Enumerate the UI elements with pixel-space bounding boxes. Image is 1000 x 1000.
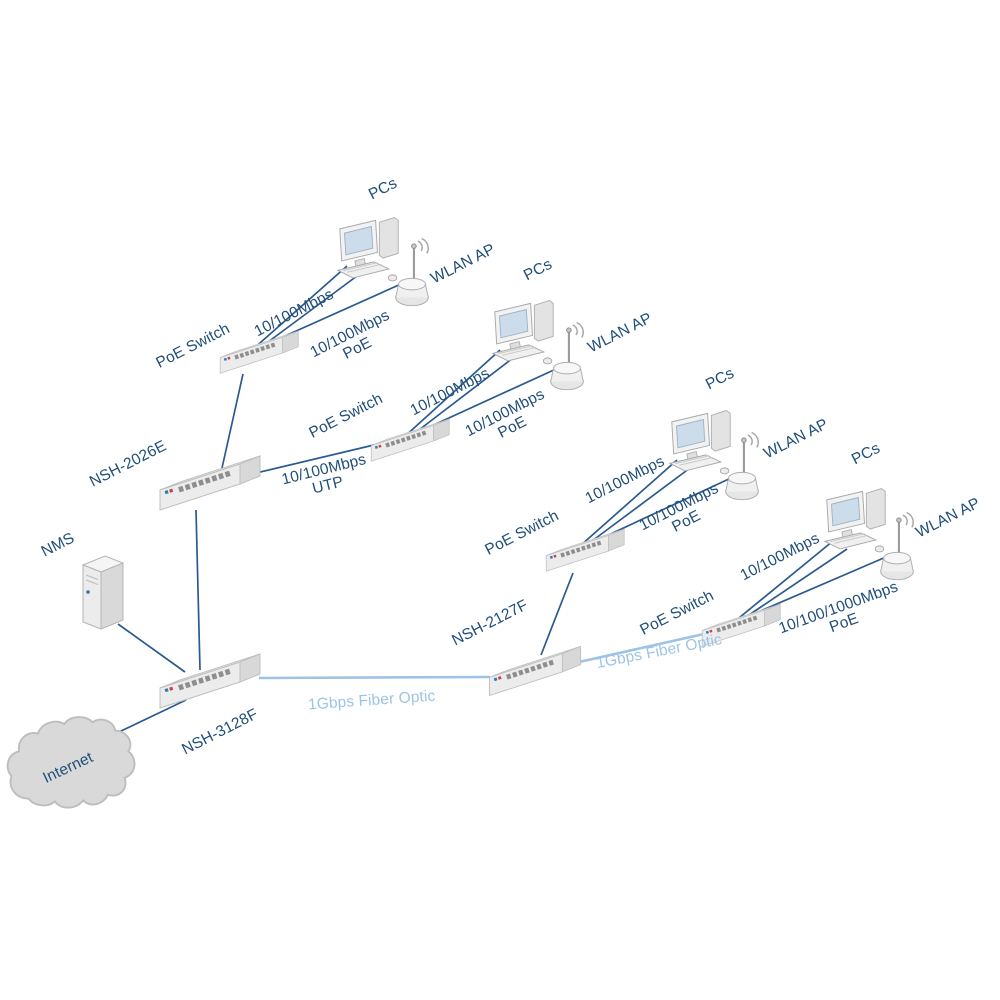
link-poe3-pcs3-a xyxy=(579,459,678,547)
link-nsh2127f-poe4 xyxy=(578,632,705,664)
label-nms: NMS xyxy=(39,530,78,561)
link-poe2-pcs2-b xyxy=(414,357,514,434)
label-pcs-1: PCs xyxy=(366,175,400,204)
label-pcs-4: PCs xyxy=(849,440,883,469)
label-utp-link: 10/100MbpsUTP xyxy=(280,451,372,504)
label-wlan-ap-2: WLAN AP xyxy=(585,310,655,357)
link-nsh2026e-poe1 xyxy=(221,373,244,469)
pcs-4-device xyxy=(824,488,886,553)
nsh-2026e-device xyxy=(159,455,261,511)
label-nsh-3128f: NSH-3128F xyxy=(179,706,260,759)
label-fiber-2: 1Gbps Fiber Optic xyxy=(595,631,724,672)
label-fiber-1: 1Gbps Fiber Optic xyxy=(308,688,436,714)
link-poe3-pcs3-b xyxy=(591,467,691,542)
label-poe-link-1: 10/100MbpsPoE xyxy=(308,307,400,376)
link-poe4-pcs4-b xyxy=(745,548,848,618)
wlan-ap-1-device xyxy=(394,237,430,307)
label-wlan-ap-3: WLAN AP xyxy=(761,416,831,463)
link-nsh2026e-poe2 xyxy=(251,443,379,475)
label-nsh-2127f: NSH-2127F xyxy=(449,597,530,650)
nms-server-device xyxy=(82,555,124,630)
wlan-ap-2-device xyxy=(549,321,585,391)
label-poe-switch-2: PoE Switch xyxy=(306,390,385,442)
link-nms-nsh3128f xyxy=(117,623,186,673)
label-speed-2: 10/100Mbps xyxy=(408,365,493,419)
link-nsh3128f-nsh2127f xyxy=(258,675,491,680)
label-pcs-3: PCs xyxy=(703,365,737,394)
label-wlan-ap-1: WLAN AP xyxy=(428,241,498,288)
label-speed-4: 10/100Mbps xyxy=(738,530,823,584)
link-poe4-ap4 xyxy=(757,556,887,613)
label-poe-link-3: 10/100MbpsPoE xyxy=(637,480,729,549)
links-layer xyxy=(97,265,887,743)
link-nsh3128f-nsh2026e xyxy=(195,509,201,671)
pcs-2-device xyxy=(492,300,554,365)
link-poe1-ap1 xyxy=(275,283,402,341)
label-nsh-2026e: NSH-2026E xyxy=(87,437,169,490)
link-nsh2127f-poe3 xyxy=(540,572,574,656)
pcs-1-device xyxy=(337,217,399,282)
poe-switch-3-device xyxy=(545,528,625,572)
label-wlan-ap-4: WLAN AP xyxy=(913,495,983,542)
link-poe2-ap2 xyxy=(426,368,557,429)
label-pcs-2: PCs xyxy=(521,256,555,285)
poe-switch-2-device xyxy=(370,418,450,462)
link-poe3-ap3 xyxy=(603,477,732,538)
link-poe1-pcs1-a xyxy=(251,265,348,351)
pcs-3-device xyxy=(669,410,731,475)
nsh-3128f-device xyxy=(159,653,261,709)
link-poe4-pcs4-a xyxy=(733,540,834,623)
nsh-2127f-device xyxy=(489,645,582,696)
label-poe-link-2: 10/100MbpsPoE xyxy=(463,386,555,455)
label-poe-link-4: 10/100/1000MbpsPoE xyxy=(777,578,907,652)
link-poe2-pcs2-a xyxy=(402,349,501,439)
link-poe1-pcs1-b xyxy=(263,272,362,346)
nodes-layer xyxy=(6,217,915,809)
label-poe-switch-3: PoE Switch xyxy=(482,507,561,559)
